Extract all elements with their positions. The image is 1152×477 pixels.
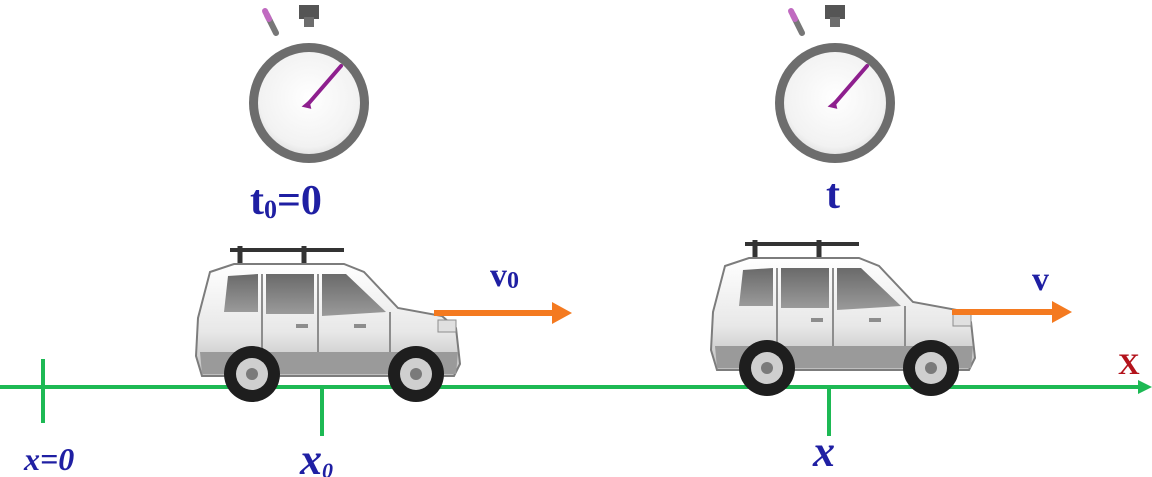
car-image-start (196, 246, 460, 402)
time-label-end: t (826, 172, 840, 218)
velocity-label-start: v0 (490, 257, 519, 294)
velocity-label-end: v (1032, 261, 1049, 298)
velocity-arrow-end (952, 301, 1072, 323)
stopwatch-hand-end (833, 64, 869, 105)
tick-label-origin: x=0 (23, 441, 74, 477)
x-axis-arrowhead (1138, 380, 1152, 394)
stopwatch-icon-start (249, 5, 369, 163)
velocity-arrow-start (434, 302, 572, 324)
tick-label-x: x (812, 427, 835, 476)
x-axis-name: X (1118, 348, 1140, 381)
car-image-end (711, 240, 975, 396)
tick-label-x0: x0 (299, 435, 333, 477)
time-label-start: t0=0 (250, 178, 322, 224)
stopwatch-hand-start (307, 64, 343, 105)
stopwatch-icon-end (775, 5, 895, 163)
